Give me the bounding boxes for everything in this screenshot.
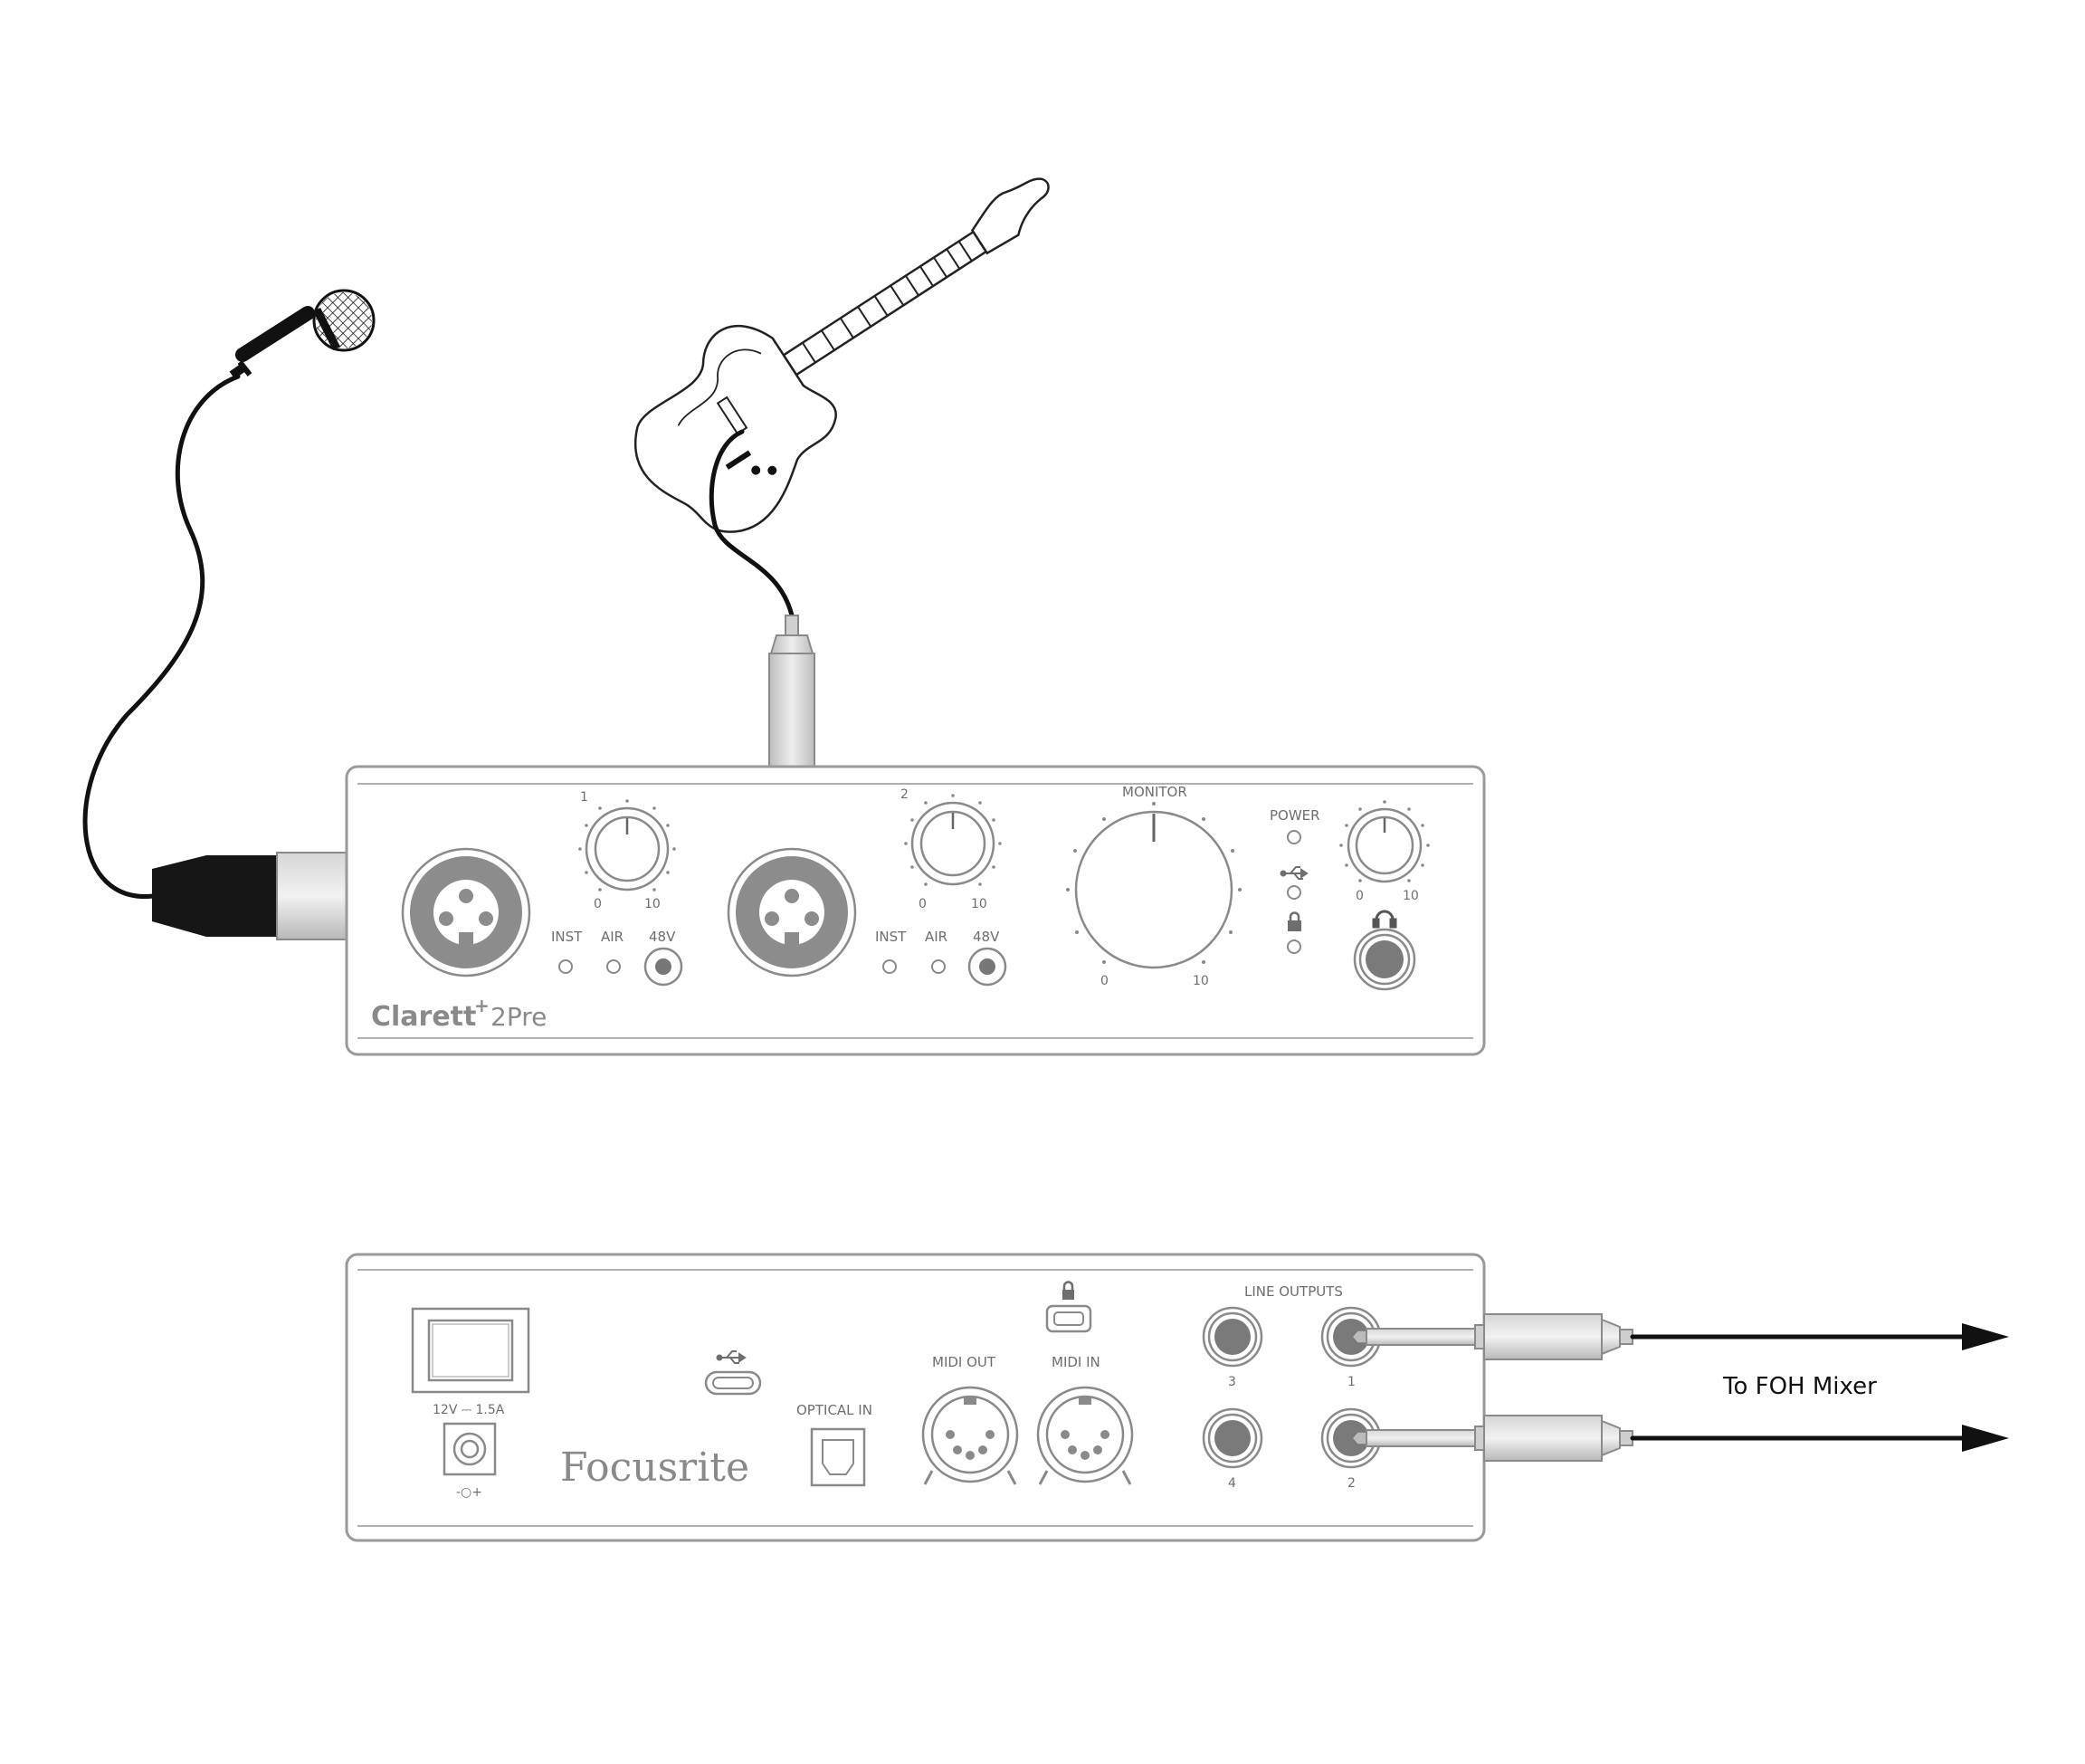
optical-in-port[interactable] xyxy=(810,1427,866,1487)
brand-plus: + xyxy=(474,995,490,1016)
combo-input-2[interactable] xyxy=(727,847,857,977)
monitor-min-label: 0 xyxy=(1100,974,1109,988)
optical-in-label: OPTICAL IN xyxy=(796,1402,872,1418)
air-2-led xyxy=(931,959,946,974)
arrow-icon xyxy=(1962,1323,2009,1350)
jack-plug-icon xyxy=(1351,1415,1633,1462)
power-switch[interactable] xyxy=(411,1307,530,1394)
line-output-3-label: 3 xyxy=(1228,1375,1236,1389)
line-output-2-label: 2 xyxy=(1347,1476,1356,1491)
monitor-knob[interactable] xyxy=(1074,810,1233,969)
arrow-icon xyxy=(1962,1425,2009,1452)
headphone-knob[interactable] xyxy=(1347,807,1423,883)
electric-guitar-icon xyxy=(634,177,1050,533)
phantom-1-label: 48V xyxy=(649,929,676,945)
midi-in-port[interactable] xyxy=(1036,1386,1134,1485)
monitor-label: MONITOR xyxy=(1122,784,1187,800)
inst-1-led xyxy=(558,959,573,974)
phantom-2-label: 48V xyxy=(973,929,1000,945)
midi-out-label: MIDI OUT xyxy=(932,1354,996,1370)
usb-led xyxy=(1287,885,1301,900)
guitar-cable xyxy=(709,429,795,618)
air-2-label: AIR xyxy=(925,929,947,945)
headphone-knob-ticks xyxy=(1339,800,1430,882)
lock-icon xyxy=(1062,1281,1074,1300)
gain-knob-2[interactable] xyxy=(910,801,995,886)
line-output-1-label: 1 xyxy=(1347,1375,1356,1389)
monitor-max-label: 10 xyxy=(1193,974,1209,988)
gain-1-max-label: 10 xyxy=(644,897,661,911)
usb-icon xyxy=(1280,866,1309,880)
headphone-max-label: 10 xyxy=(1403,889,1419,903)
front-panel: 1 0 10 INST AIR 48V xyxy=(345,765,1486,1056)
destination-label: To FOH Mixer xyxy=(1722,1373,1877,1400)
air-1-label: AIR xyxy=(601,929,624,945)
microphone-icon xyxy=(229,289,376,379)
lock-led xyxy=(1287,939,1301,954)
inst-1-label: INST xyxy=(551,929,583,945)
microphone-cable xyxy=(82,374,241,899)
line-output-2[interactable] xyxy=(1320,1407,1382,1469)
rear-panel: 12V ⎓ 1.5A -○+ Focusrite OPTICAL IN MIDI… xyxy=(345,1253,1486,1542)
power-led xyxy=(1287,830,1301,844)
power-rating: 12V ⎓ 1.5A xyxy=(433,1403,505,1417)
headphone-jack[interactable] xyxy=(1353,928,1416,991)
headphones-icon xyxy=(1372,910,1397,929)
inst-2-label: INST xyxy=(875,929,907,945)
gain-2-max-label: 10 xyxy=(971,897,987,911)
combo-input-1[interactable] xyxy=(401,847,531,977)
line-output-3[interactable] xyxy=(1202,1306,1263,1368)
lock-icon xyxy=(1288,911,1301,931)
inst-2-led xyxy=(882,959,897,974)
dc-polarity: -○+ xyxy=(456,1485,482,1500)
usb-c-port[interactable] xyxy=(704,1370,762,1396)
air-1-led xyxy=(606,959,621,974)
dc-power-socket[interactable] xyxy=(443,1422,497,1476)
focusrite-logo: Focusrite xyxy=(560,1445,749,1491)
channel-1-number: 1 xyxy=(580,790,588,805)
line-output-4[interactable] xyxy=(1202,1407,1263,1469)
midi-out-port[interactable] xyxy=(921,1386,1019,1485)
monitor-knob-ticks xyxy=(1066,802,1242,964)
channel-2-number: 2 xyxy=(900,787,909,802)
midi-in-label: MIDI IN xyxy=(1052,1354,1100,1370)
gain-1-min-label: 0 xyxy=(594,897,602,911)
line-output-4-label: 4 xyxy=(1228,1476,1236,1491)
usb-icon xyxy=(716,1350,747,1364)
phantom-1-button[interactable] xyxy=(643,947,683,987)
phantom-2-button[interactable] xyxy=(967,947,1007,987)
gain-2-min-label: 0 xyxy=(919,897,927,911)
brand-model: Clarett xyxy=(371,1001,476,1033)
kensington-lock-slot[interactable] xyxy=(1045,1304,1092,1333)
power-label: POWER xyxy=(1270,807,1320,824)
gain-knob-1-ticks xyxy=(578,799,676,892)
headphone-min-label: 0 xyxy=(1356,889,1364,903)
line-output-1[interactable] xyxy=(1320,1306,1382,1368)
gain-knob-1[interactable] xyxy=(585,806,670,892)
jack-plug-icon xyxy=(1351,1313,1633,1360)
gain-knob-2-ticks xyxy=(904,794,1002,886)
line-outputs-label: LINE OUTPUTS xyxy=(1244,1283,1343,1300)
brand-suffix: 2Pre xyxy=(490,1002,547,1032)
